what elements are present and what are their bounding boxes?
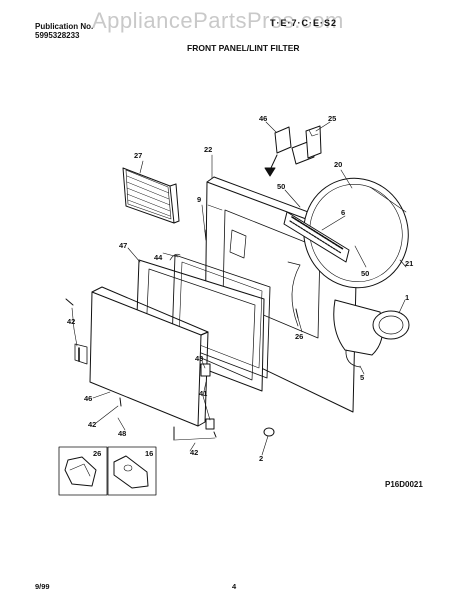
diagram-title: FRONT PANEL/LINT FILTER	[187, 43, 300, 53]
publication-label: Publication No.	[35, 22, 94, 31]
callout: 21	[405, 259, 413, 268]
callout: 5	[360, 373, 364, 382]
callout: 50	[277, 182, 285, 191]
callout: 43	[195, 354, 203, 363]
lint-screen	[283, 211, 350, 263]
lint-filter-grille	[122, 167, 180, 224]
callout: 26	[93, 449, 101, 458]
diagram-reference-code: P16D0021	[385, 480, 423, 489]
outer-door	[74, 286, 209, 427]
callout: 1	[405, 293, 409, 302]
watermark: AppliancePartsPros.com	[92, 8, 344, 33]
callout: 47	[119, 241, 127, 250]
callout: 46	[84, 394, 92, 403]
page-number: 4	[232, 582, 237, 591]
callout: 22	[204, 145, 212, 154]
hinge-detail-inset	[264, 125, 322, 177]
door-inner-frame	[171, 254, 271, 379]
callout: 50	[361, 269, 369, 278]
callout: 42	[67, 317, 75, 326]
callout: 46	[259, 114, 267, 123]
lint-filter-duct	[333, 299, 410, 368]
callout-labels: 46 25 27 22 9 20 50 6 47 44 50 21 1 42 2…	[67, 114, 413, 463]
model-number: T·E·7·C·E·S2	[270, 18, 338, 28]
inset-box-26	[58, 446, 108, 496]
drum-front-seal	[303, 177, 409, 289]
callout: 48	[118, 429, 126, 438]
callout: 41	[199, 389, 207, 398]
leader-lines	[71, 121, 407, 456]
publication-number: 5995328233	[35, 31, 80, 40]
callout: 25	[328, 114, 336, 123]
callout: 42	[190, 448, 198, 457]
callout: 6	[341, 208, 345, 217]
callout: 26	[295, 332, 303, 341]
callout: 20	[334, 160, 342, 169]
screws	[65, 229, 299, 441]
publication-date: 9/99	[35, 582, 50, 591]
callout: 16	[145, 449, 153, 458]
callout: 27	[134, 151, 142, 160]
callout: 9	[197, 195, 201, 204]
door-latch	[200, 363, 217, 438]
inset-box-16	[107, 446, 157, 496]
callout: 2	[259, 454, 263, 463]
callout: 42	[88, 420, 96, 429]
callout: 44	[154, 253, 163, 262]
